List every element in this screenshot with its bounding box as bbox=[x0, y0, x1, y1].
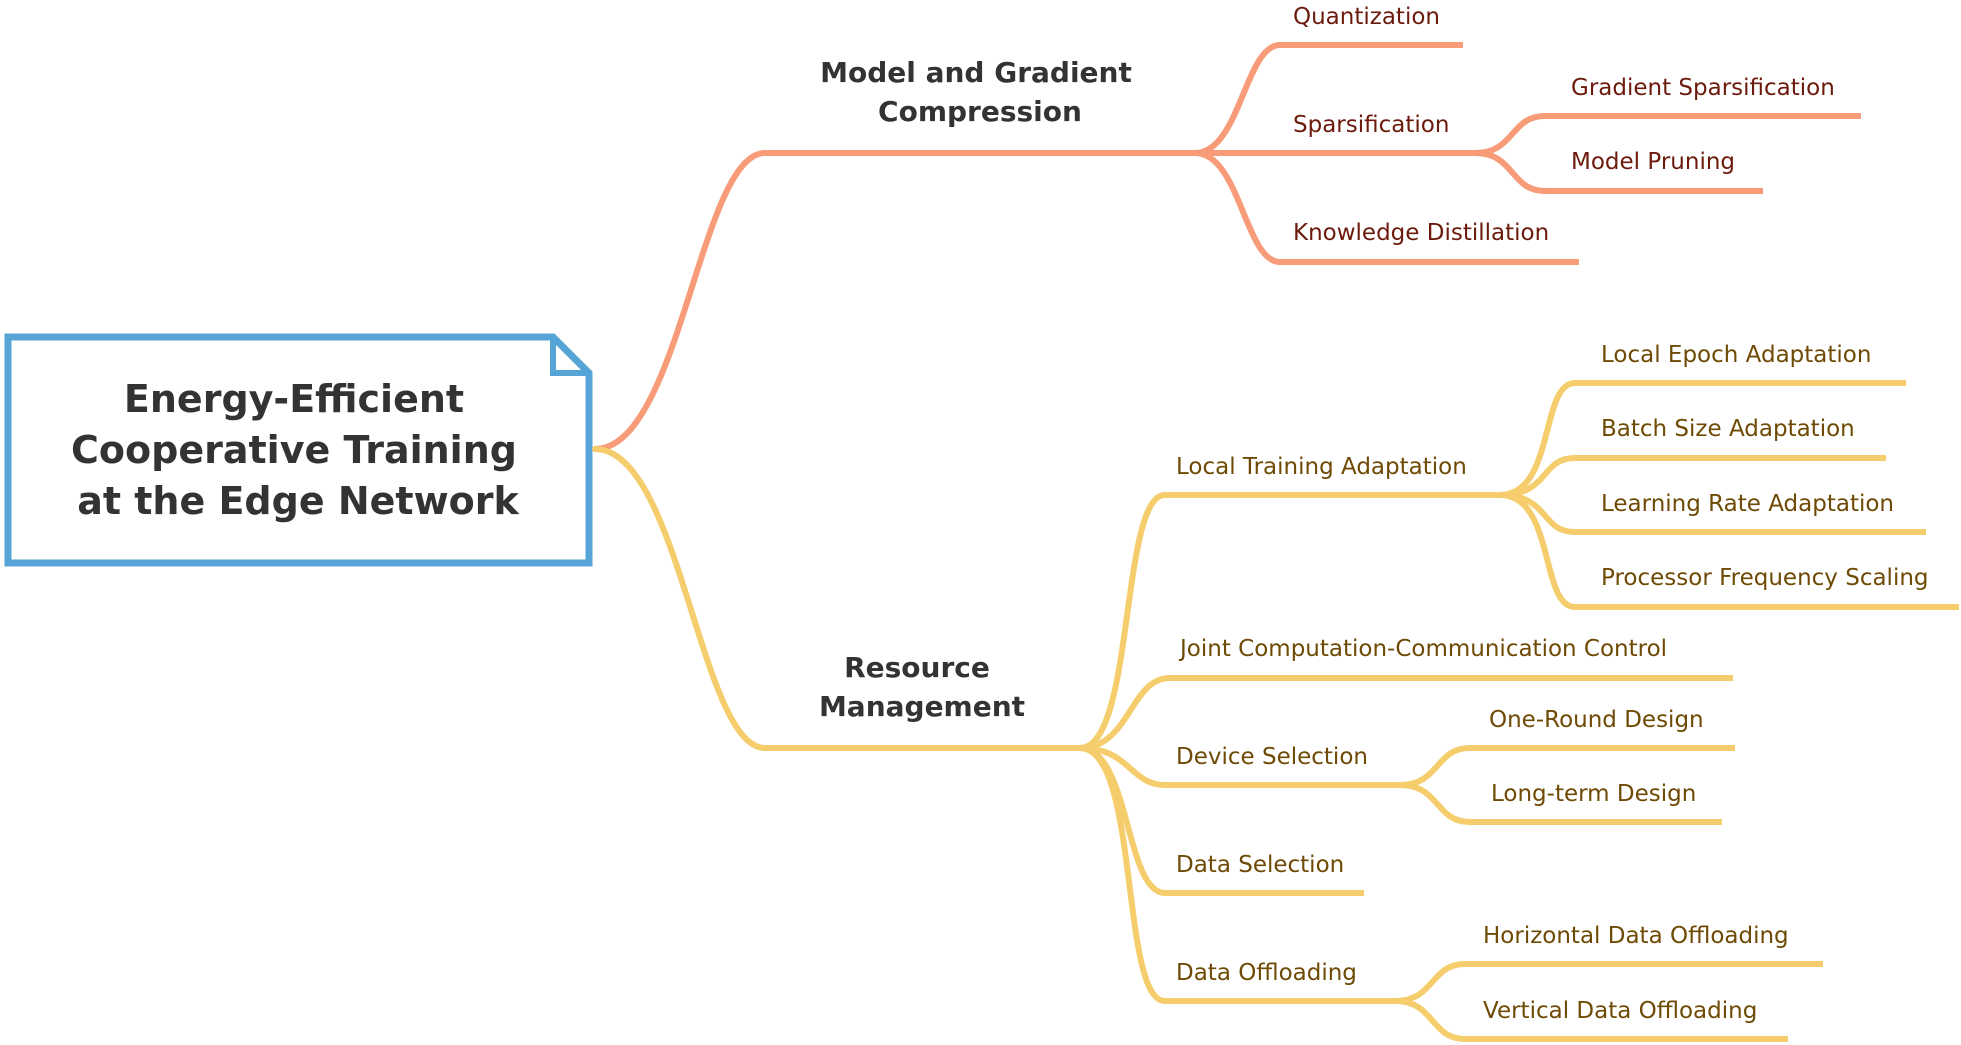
root-to-compression-edge bbox=[592, 150, 768, 452]
joint-control-label: Joint Computation-Communication Control bbox=[1178, 636, 1667, 662]
device-selection-to-one-round-edge bbox=[1397, 745, 1473, 788]
one-round-design-label: One-Round Design bbox=[1489, 707, 1704, 733]
root-to-resource-edge bbox=[592, 446, 768, 751]
compression-branch: Model and Gradient Compression Quantizat… bbox=[592, 4, 1861, 452]
learning-rate-adaptation-label: Learning Rate Adaptation bbox=[1601, 491, 1894, 517]
sparsification-to-pruning-edge bbox=[1472, 150, 1548, 194]
resource-to-local-training-edge bbox=[1077, 492, 1168, 751]
compression-title-line-1: Model and Gradient bbox=[820, 56, 1132, 89]
gradient-sparsification-label: Gradient Sparsification bbox=[1571, 75, 1835, 101]
batch-size-adaptation-label: Batch Size Adaptation bbox=[1601, 416, 1855, 442]
local-epoch-adaptation-label: Local Epoch Adaptation bbox=[1601, 342, 1871, 368]
processor-frequency-scaling-label: Processor Frequency Scaling bbox=[1601, 565, 1929, 591]
offloading-to-vertical-edge bbox=[1392, 998, 1468, 1042]
resource-to-data-offloading-edge bbox=[1077, 745, 1168, 1004]
resource-to-joint-control-edge bbox=[1077, 675, 1173, 751]
resource-title-line-2: Management bbox=[819, 690, 1025, 723]
root-box bbox=[4, 333, 593, 567]
device-selection-label: Device Selection bbox=[1176, 744, 1368, 770]
resource-title-line-1: Resource bbox=[844, 651, 990, 684]
vertical-data-offloading-label: Vertical Data Offloading bbox=[1483, 998, 1757, 1024]
data-selection-label: Data Selection bbox=[1176, 852, 1344, 878]
root-box-fold bbox=[550, 337, 589, 376]
root-node: Energy-Efficient Cooperative Training at… bbox=[4, 333, 593, 567]
local-training-adaptation-label: Local Training Adaptation bbox=[1176, 454, 1467, 480]
root-title-line-1: Energy-Efficient bbox=[124, 377, 464, 421]
horizontal-data-offloading-label: Horizontal Data Offloading bbox=[1483, 923, 1789, 949]
root-title-line-2: Cooperative Training bbox=[71, 428, 517, 472]
data-offloading-label: Data Offloading bbox=[1176, 960, 1357, 986]
device-selection-to-long-term-edge bbox=[1397, 782, 1473, 825]
compression-to-distillation-edge bbox=[1192, 150, 1283, 265]
sparsification-to-gradient-edge bbox=[1472, 113, 1548, 156]
sparsification-label: Sparsification bbox=[1293, 112, 1449, 138]
quantization-label: Quantization bbox=[1293, 4, 1440, 30]
compression-title-line-2: Compression bbox=[878, 95, 1082, 128]
long-term-design-label: Long-term Design bbox=[1491, 781, 1696, 807]
compression-to-quantization-edge bbox=[1192, 42, 1283, 156]
model-pruning-label: Model Pruning bbox=[1571, 149, 1735, 175]
root-title-line-3: at the Edge Network bbox=[77, 479, 519, 523]
offloading-to-horizontal-edge bbox=[1392, 961, 1468, 1004]
local-training-to-frequency-edge bbox=[1497, 492, 1578, 610]
resource-branch: Resource Management Local Training Adapt… bbox=[592, 342, 1959, 1042]
knowledge-distillation-label: Knowledge Distillation bbox=[1293, 220, 1549, 246]
